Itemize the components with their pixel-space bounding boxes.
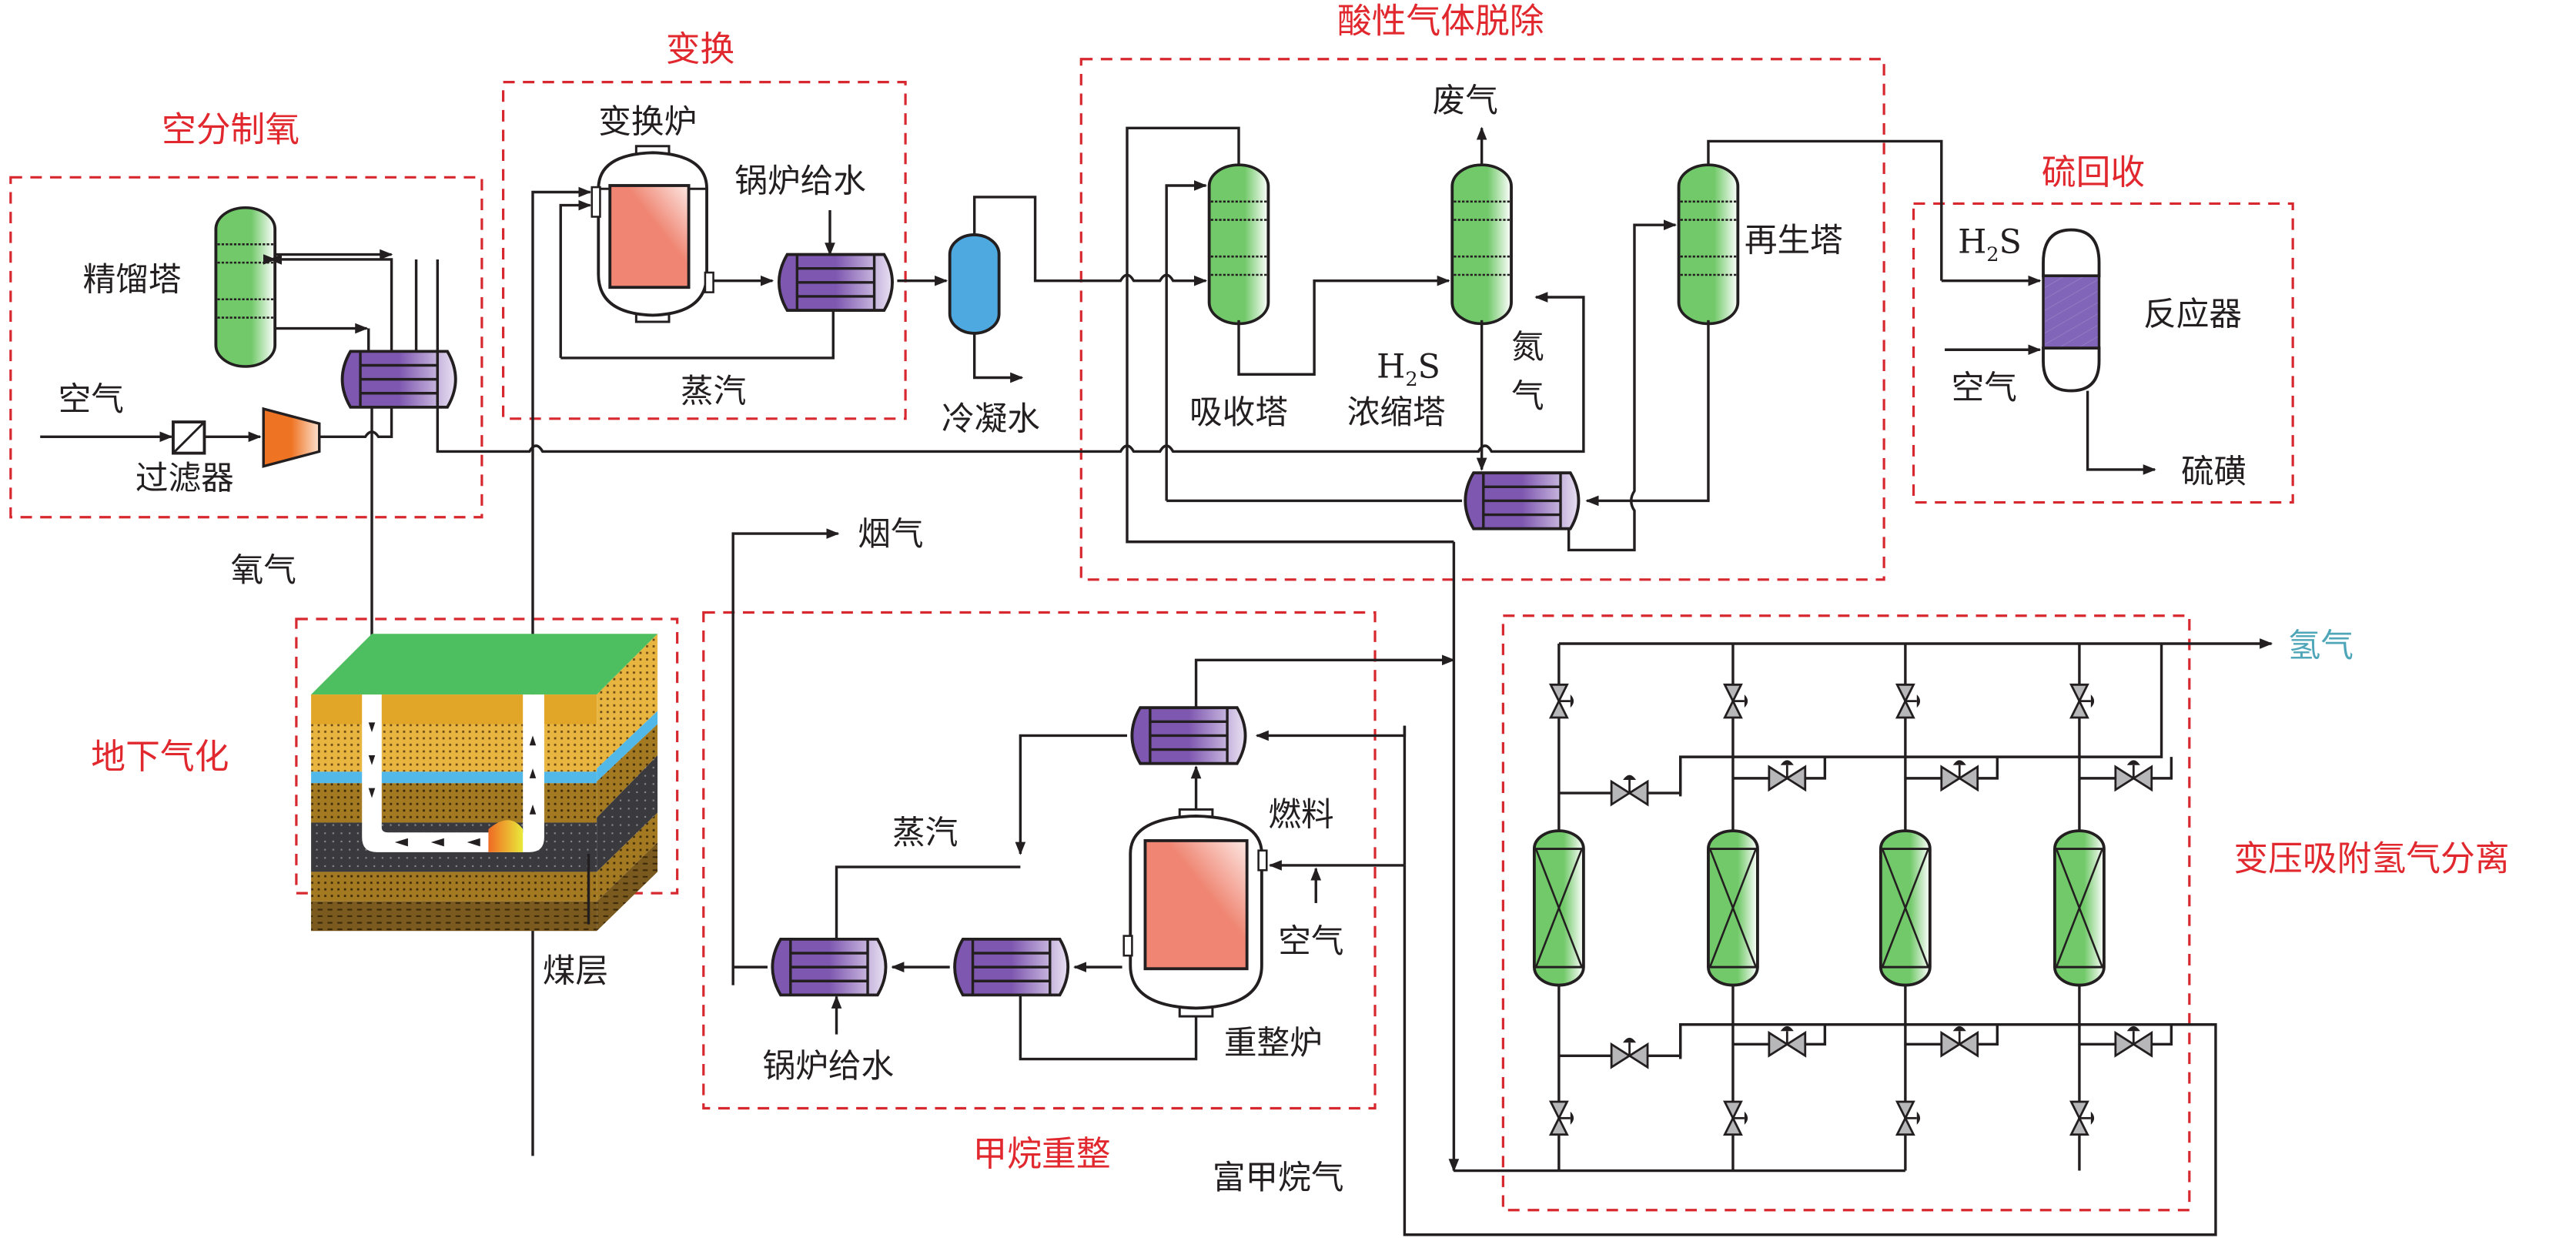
air-compressor-icon (262, 407, 321, 468)
label-hydrogen: 氢气 (2288, 627, 2354, 665)
control-valve-icon[interactable] (1768, 759, 1807, 791)
section-title-gasification: 地下气化 (91, 736, 229, 777)
label-flue-gas: 烟气 (858, 515, 923, 554)
section-title-psa: 变压吸附氢气分离 (2233, 838, 2509, 878)
control-valve-icon[interactable] (2114, 1025, 2153, 1057)
sulfur-reactor (2042, 228, 2101, 393)
psa-adsorber-train (1707, 643, 1827, 1171)
shift-furnace (590, 145, 714, 323)
section-box-sulfur (1912, 202, 2294, 504)
label-condensate: 冷凝水 (942, 400, 1040, 439)
psa-adsorber-train (2053, 643, 2173, 1171)
control-valve-icon[interactable] (2114, 759, 2153, 791)
label-distillation-column: 精馏塔 (83, 260, 182, 299)
label-nitrogen-2: 气 (1511, 377, 1544, 416)
reformer-furnace (1122, 808, 1268, 1018)
control-valve-icon[interactable] (1610, 774, 1649, 806)
concentrator-column (1450, 163, 1513, 326)
section-title-acid-gas: 酸性气体脱除 (1337, 1, 1544, 42)
reform-hx-middle (953, 937, 1070, 997)
valve-icon[interactable] (1549, 1100, 1575, 1136)
label-boiler-feedwater-reform: 锅炉给水 (763, 1047, 895, 1086)
distillation-column (214, 206, 277, 368)
valve-icon[interactable] (1723, 1100, 1749, 1136)
label-h2s-concentrator: H2S (1377, 348, 1440, 392)
valve-icon[interactable] (1895, 1100, 1922, 1136)
section-title-reforming: 甲烷重整 (973, 1133, 1111, 1174)
label-methane-rich-gas: 富甲烷气 (1213, 1159, 1344, 1197)
valve-icon[interactable] (2069, 1100, 2096, 1136)
label-oxygen: 氧气 (231, 551, 296, 590)
label-h2s-feed: H2S (1958, 223, 2022, 266)
label-air-sulfur: 空气 (1952, 369, 2017, 407)
section-box-psa (1501, 614, 2191, 1212)
psa-adsorber-train (1532, 643, 1682, 1171)
valve-icon[interactable] (1895, 683, 1922, 719)
label-nitrogen-1: 氮 (1511, 328, 1544, 366)
regenerator-column (1677, 163, 1740, 326)
control-valve-icon[interactable] (1940, 1025, 1979, 1057)
absorber-column (1207, 163, 1270, 326)
shift-heat-exchanger (777, 253, 894, 312)
section-box-reforming (702, 611, 1377, 1110)
label-filter: 过滤器 (135, 460, 234, 498)
section-title-shift: 变换 (666, 28, 735, 69)
control-valve-icon[interactable] (1768, 1025, 1807, 1057)
psa-adsorber-vessel (1878, 829, 1932, 987)
psa-adsorber-vessel (1532, 829, 1585, 987)
section-box-gasification (295, 617, 679, 895)
valve-icon[interactable] (2069, 683, 2096, 719)
psa-adsorber-train (1878, 643, 1999, 1171)
section-title-sulfur: 硫回收 (2042, 152, 2145, 192)
label-fuel: 燃料 (1268, 796, 1333, 835)
label-concentrator: 浓缩塔 (1347, 393, 1446, 432)
label-regenerator: 再生塔 (1745, 221, 1843, 259)
label-reactor: 反应器 (2143, 295, 2242, 333)
reform-hx-upper (1130, 706, 1247, 765)
valve-icon[interactable] (1549, 683, 1575, 719)
section-box-air-separation (9, 176, 483, 519)
label-air-reform: 空气 (1278, 922, 1343, 961)
psa-adsorber-vessel (1707, 829, 1759, 987)
label-coal-seam: 煤层 (543, 952, 608, 990)
knockout-drum (948, 233, 1001, 335)
psa-adsorber-vessel (2053, 829, 2106, 987)
label-shift-furnace: 变换炉 (598, 103, 697, 142)
label-air-in: 空气 (59, 380, 124, 419)
valve-icon[interactable] (1723, 683, 1749, 719)
label-steam-reform: 蒸汽 (892, 814, 958, 852)
air-filter-icon (172, 420, 206, 455)
control-valve-icon[interactable] (1610, 1036, 1649, 1069)
section-title-air-separation: 空分制氧 (162, 109, 299, 149)
coal-seam-block (311, 634, 658, 932)
label-boiler-feedwater-shift: 锅炉给水 (734, 162, 866, 201)
lean-rich-exchanger (1464, 471, 1581, 530)
reform-hx-lower (771, 937, 888, 997)
label-waste-gas: 废气 (1433, 82, 1498, 120)
label-sulfur: 硫磺 (2181, 453, 2246, 491)
label-reformer: 重整炉 (1224, 1024, 1323, 1062)
section-box-shift (502, 81, 907, 420)
label-absorber: 吸收塔 (1189, 393, 1288, 432)
control-valve-icon[interactable] (1940, 759, 1979, 791)
section-box-acid-gas (1079, 58, 1885, 581)
label-steam-shift: 蒸汽 (681, 372, 746, 410)
